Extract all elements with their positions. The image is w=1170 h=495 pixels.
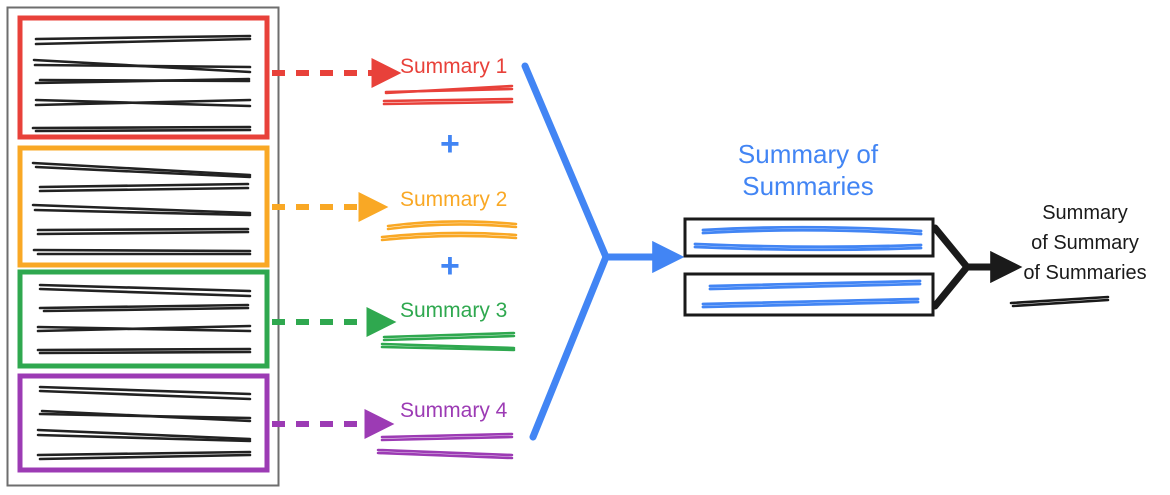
sos-box-2[interactable] — [683, 272, 935, 317]
group-2-box — [17, 145, 270, 268]
summary-3-lines — [380, 331, 516, 352]
plus-icon-2: + — [440, 247, 460, 285]
sos-box-1-lines — [693, 225, 923, 252]
summary-4-label: Summary 4 — [400, 399, 508, 422]
sos-title-line-1: Summary of — [737, 139, 879, 169]
final-output-title: Summary of Summary of Summaries — [985, 198, 1170, 288]
document-group-3[interactable] — [17, 269, 270, 369]
summary-of-summaries-title: Summary of Summaries — [688, 138, 928, 202]
group-3-box — [17, 269, 270, 369]
group-2-text-lines — [31, 161, 252, 256]
group-4-text-lines — [36, 385, 252, 461]
summary-2-label: Summary 2 — [400, 188, 508, 211]
sos-title-line-2: Summaries — [742, 171, 874, 201]
sos-box-2-lines — [701, 279, 922, 309]
document-collection-border — [6, 6, 280, 487]
final-title-line-3: of Summaries — [1023, 262, 1147, 284]
summary-2-lines — [380, 220, 518, 242]
document-group-1[interactable] — [17, 15, 270, 140]
group-3-text-lines — [36, 283, 252, 355]
plus-icon-1: + — [440, 125, 460, 163]
document-group-2[interactable] — [17, 145, 270, 268]
summary-1-lines — [382, 84, 514, 106]
final-title-line-2: of Summary — [1031, 232, 1139, 254]
final-title-line-1: Summary — [1042, 202, 1128, 224]
summary-1-label: Summary 1 — [400, 55, 508, 78]
sos-box-1[interactable] — [683, 217, 935, 258]
final-output-line — [1009, 295, 1110, 308]
blue-merge-arrow — [521, 62, 685, 441]
black-merge-arrow — [931, 224, 1023, 310]
group-1-box — [17, 15, 270, 140]
summary-4-lines — [376, 432, 514, 460]
group-1-text-lines — [31, 34, 252, 133]
document-group-4[interactable] — [17, 373, 270, 473]
group-4-box — [17, 373, 270, 473]
summary-3-label: Summary 3 — [400, 299, 508, 322]
